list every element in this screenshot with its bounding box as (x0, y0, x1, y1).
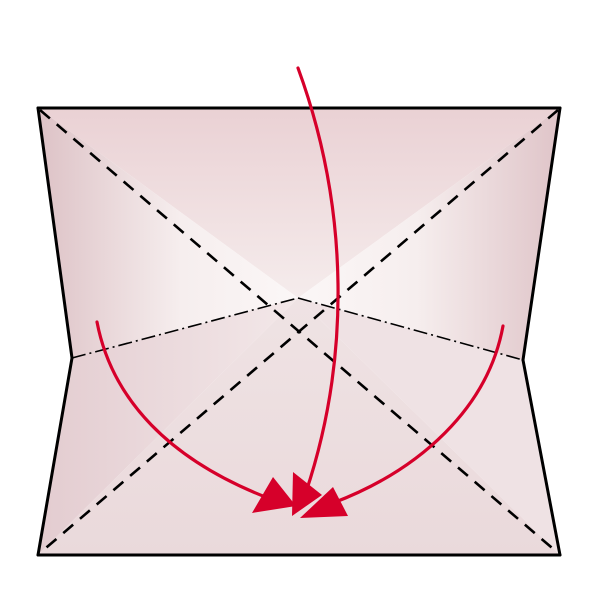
mountain-fold-right (297, 297, 524, 361)
upper-left-edge (36, 106, 74, 360)
valley-fold-diagonal-2 (39, 109, 559, 554)
valley-fold-lines (39, 109, 559, 554)
upper-top-face (38, 108, 560, 298)
arrow-top-head (292, 472, 322, 516)
upper-right-edge (521, 106, 562, 362)
upper-left-face (38, 108, 298, 358)
mountain-fold-left (71, 297, 299, 359)
upper-paper (38, 108, 560, 360)
mountain-fold-lines (71, 297, 524, 361)
arrow-right-curve (331, 324, 505, 505)
arrow-left-curve (95, 320, 270, 500)
lower-bottom-face (38, 298, 560, 555)
paper-outline (36, 106, 562, 557)
fold-arrows (95, 66, 505, 505)
arrow-left-head (252, 477, 296, 513)
arrow-right-head (300, 487, 348, 518)
arrow-top-curve (296, 66, 340, 494)
lower-left-edge (36, 356, 74, 557)
lower-paper (38, 298, 560, 555)
lower-right-edge (521, 358, 562, 557)
arrow-heads (252, 472, 348, 518)
upper-right-face (298, 108, 560, 360)
